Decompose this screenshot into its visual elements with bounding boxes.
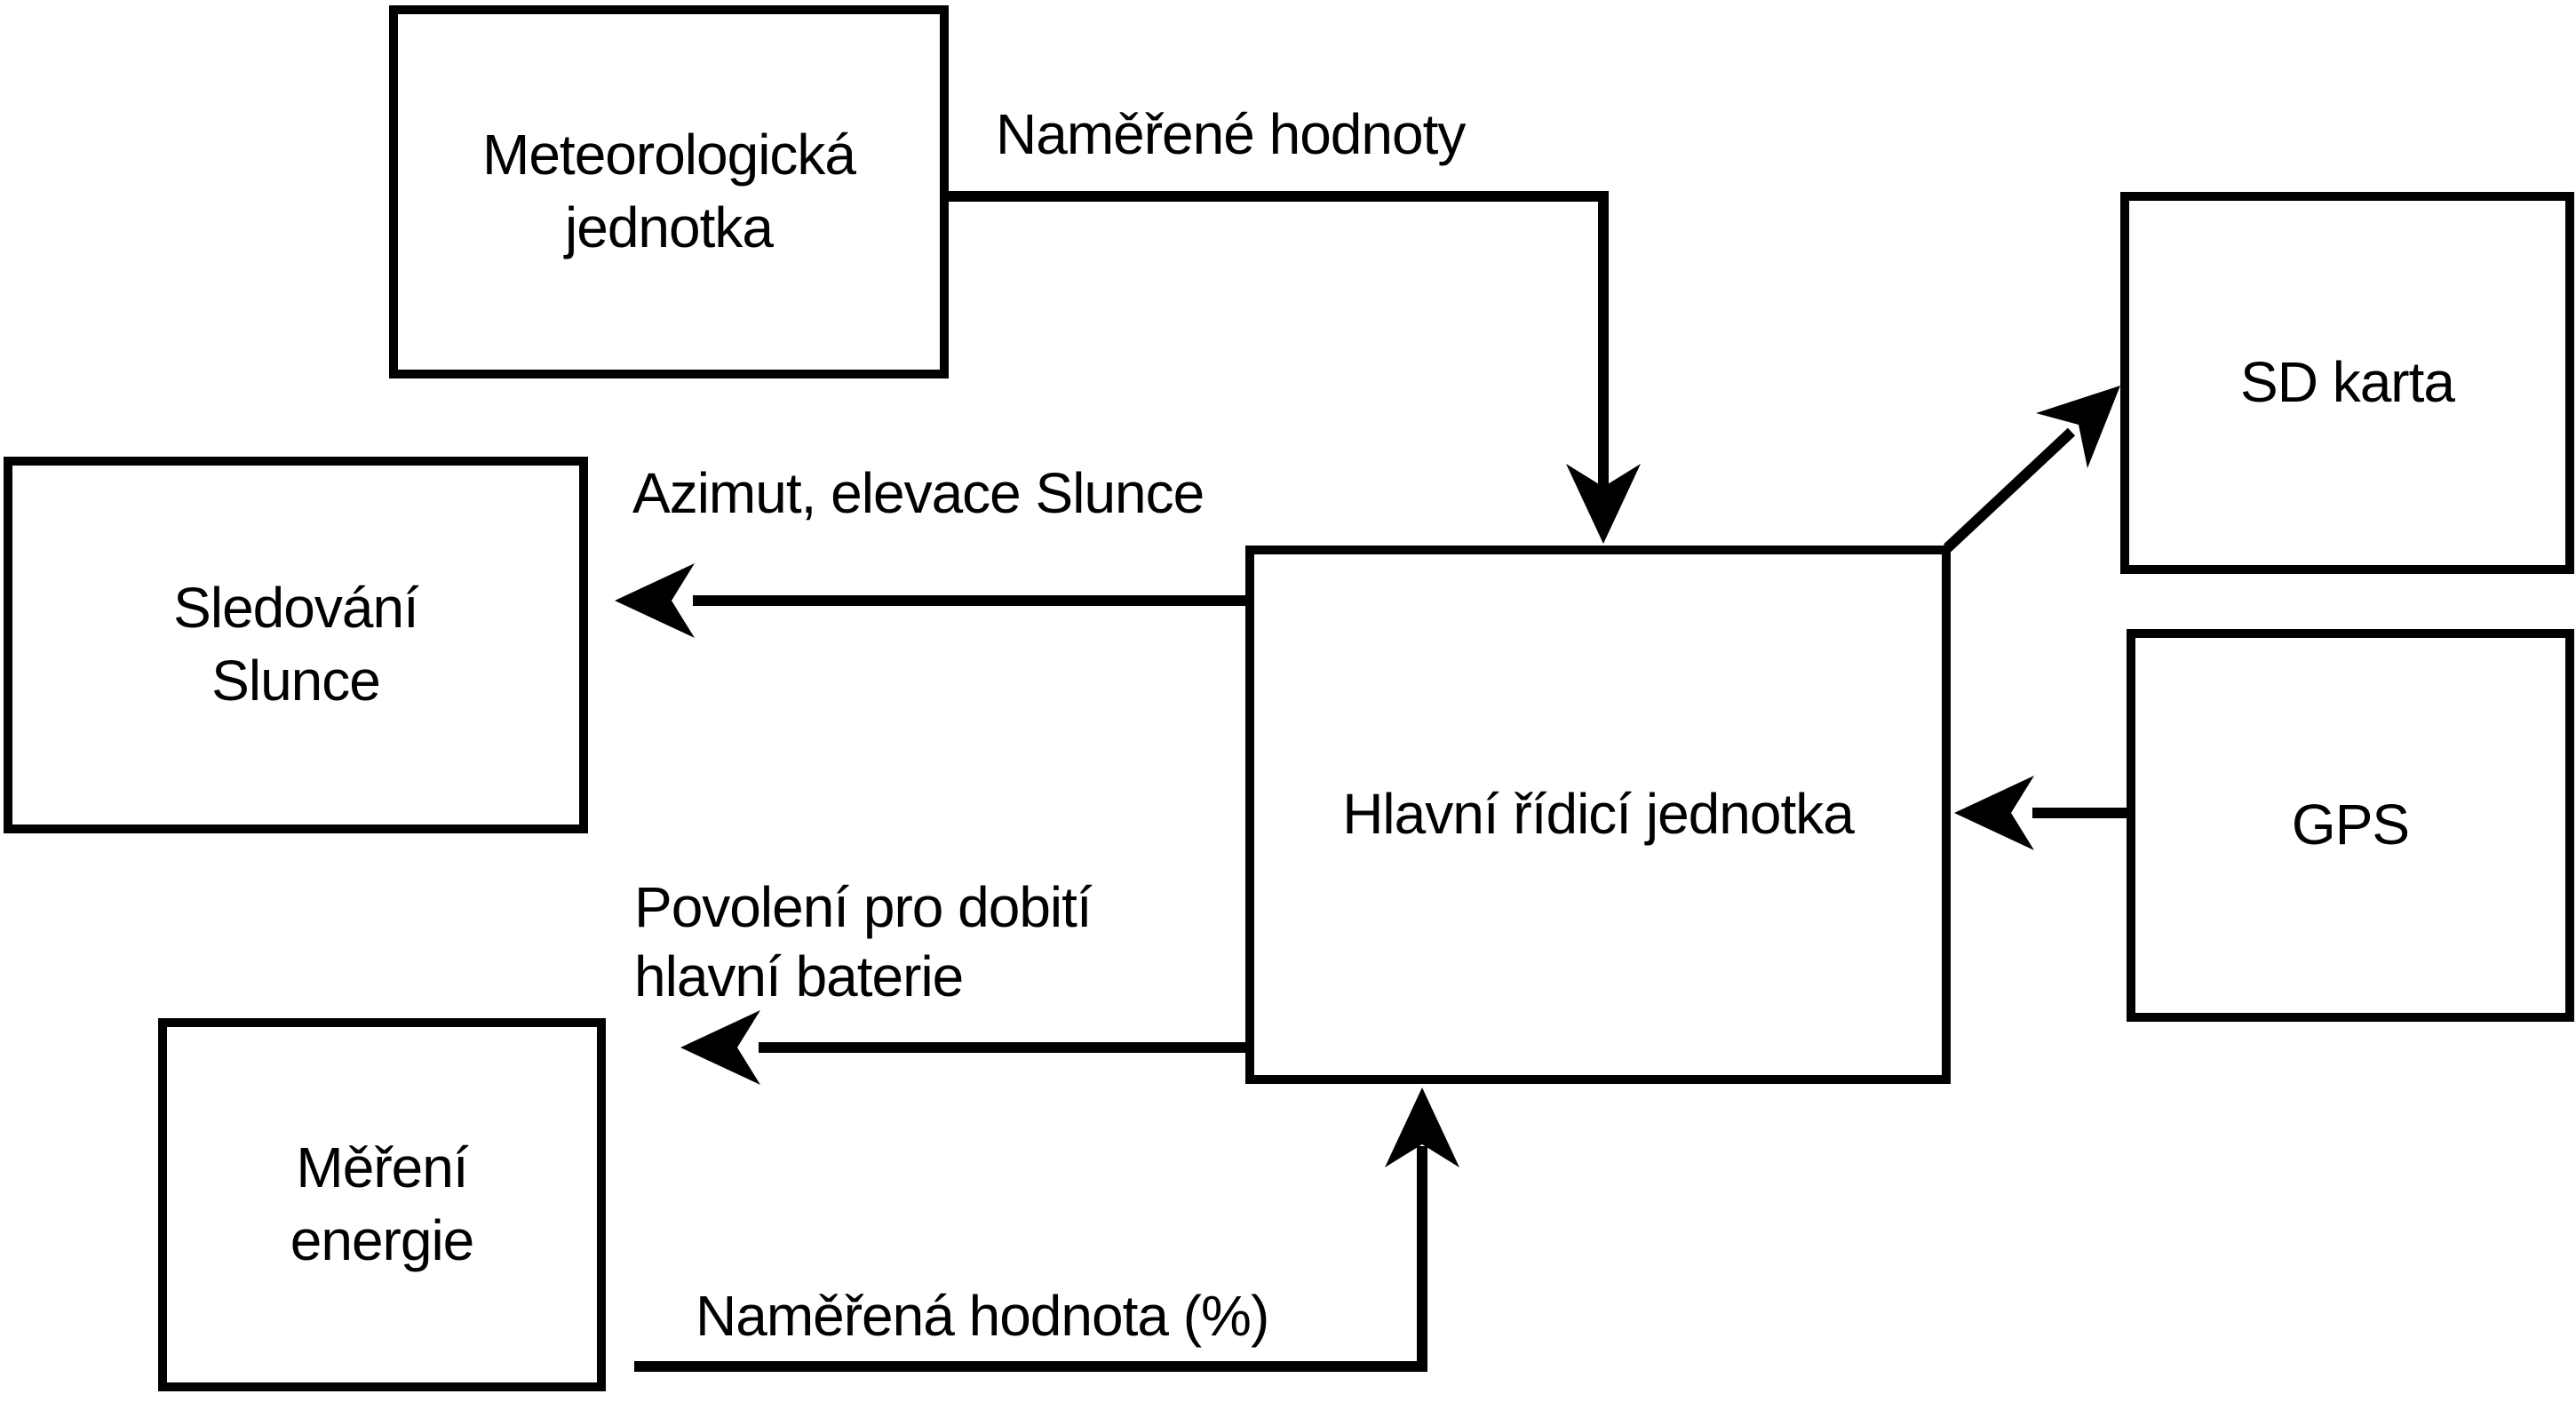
arrow-main-to-sd bbox=[1943, 386, 2120, 553]
arrow-azimuth-elevation bbox=[615, 563, 1251, 638]
arrowhead-diagonal-icon bbox=[2036, 386, 2120, 468]
node-meteorological-unit: Meteorologická jednotka bbox=[389, 5, 949, 378]
node-main-control-unit-label: Hlavní řídicí jednotka bbox=[1342, 782, 1855, 847]
arrowhead-left-icon bbox=[615, 563, 695, 638]
node-sun-tracking: Sledování Slunce bbox=[4, 457, 588, 833]
node-sun-tracking-label: Sledování Slunce bbox=[173, 576, 419, 713]
arrowhead-left-icon bbox=[1954, 776, 2034, 850]
node-sd-card: SD karta bbox=[2120, 192, 2574, 574]
arrowhead-left-icon bbox=[680, 1010, 760, 1085]
arrowhead-up-icon bbox=[1385, 1087, 1459, 1167]
edge-label-measured-percent: Naměřená hodnota (%) bbox=[696, 1284, 1269, 1348]
arrowhead-down-icon bbox=[1566, 464, 1641, 544]
arrow-gps-to-main bbox=[1954, 776, 2132, 850]
node-gps-label: GPS bbox=[2291, 793, 2410, 857]
node-gps: GPS bbox=[2127, 629, 2574, 1022]
edge-label-charge-permission: Povolení pro dobití hlavní baterie bbox=[634, 875, 1093, 1009]
node-main-control-unit: Hlavní řídicí jednotka bbox=[1245, 546, 1951, 1084]
node-meteorological-unit-label: Meteorologická jednotka bbox=[482, 123, 856, 259]
edge-label-azimuth-elevation: Azimut, elevace Slunce bbox=[632, 461, 1205, 525]
node-sd-card-label: SD karta bbox=[2240, 350, 2455, 415]
edge-label-measured-values: Naměřené hodnoty bbox=[996, 102, 1466, 166]
arrow-measured-values bbox=[945, 191, 1641, 544]
arrow-charge-permission bbox=[680, 1010, 1251, 1085]
node-energy-measurement-label: Měření energie bbox=[290, 1135, 474, 1272]
node-energy-measurement: Měření energie bbox=[158, 1018, 606, 1391]
arrow-measured-percent bbox=[634, 1087, 1459, 1372]
